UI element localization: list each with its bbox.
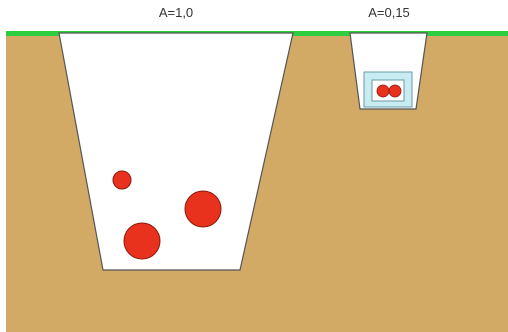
box-stone-left bbox=[377, 85, 389, 97]
stone-medium bbox=[185, 191, 221, 227]
left-trench-label: A=1,0 bbox=[159, 5, 193, 20]
stone-small bbox=[113, 171, 131, 189]
box-stone-right bbox=[389, 85, 401, 97]
sky bbox=[0, 0, 508, 33]
right-trench-label: A=0,15 bbox=[368, 5, 410, 20]
stone-large bbox=[124, 223, 160, 259]
